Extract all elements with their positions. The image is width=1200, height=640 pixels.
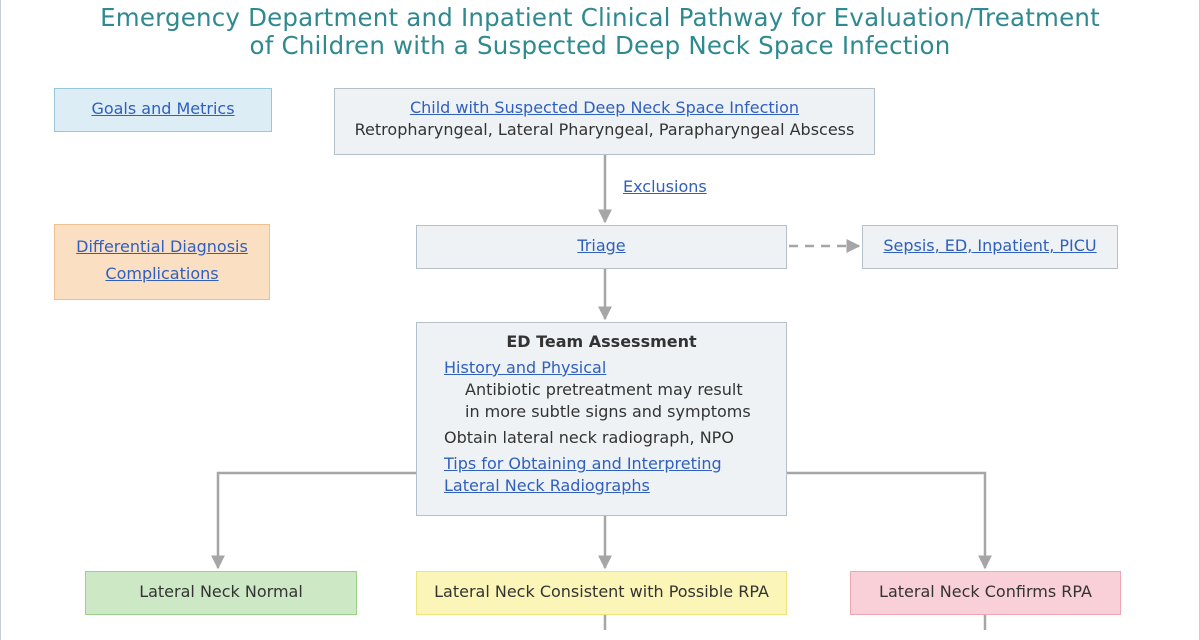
arrow-ed-to-confirms: [787, 471, 992, 570]
suspected-infection-link[interactable]: Child with Suspected Deep Neck Space Inf…: [409, 98, 800, 117]
lateral-neck-normal-label: Lateral Neck Normal: [139, 582, 303, 601]
sepsis-box: Sepsis, ED, Inpatient, PICU: [862, 225, 1118, 269]
exclusions-link[interactable]: Exclusions: [623, 177, 707, 196]
page-title: Emergency Department and Inpatient Clini…: [0, 4, 1200, 60]
lateral-neck-possible-label: Lateral Neck Consistent with Possible RP…: [434, 582, 769, 601]
triage-box: Triage: [416, 225, 787, 269]
differential-diagnosis-link[interactable]: Differential Diagnosis: [76, 237, 248, 256]
obtain-radiograph-text: Obtain lateral neck radiograph, NPO: [444, 428, 734, 447]
ed-assessment-heading: ED Team Assessment: [506, 332, 697, 351]
title-line-1: Emergency Department and Inpatient Clini…: [100, 3, 1100, 32]
complications-link[interactable]: Complications: [105, 264, 219, 283]
title-line-2: of Children with a Suspected Deep Neck S…: [249, 31, 951, 60]
history-physical-link[interactable]: History and Physical: [444, 358, 607, 377]
lateral-neck-normal-box[interactable]: Lateral Neck Normal: [85, 571, 357, 615]
antibiotic-note-line-2: in more subtle signs and symptoms: [465, 402, 751, 421]
differential-box: Differential Diagnosis Complications: [54, 224, 270, 300]
goals-metrics-box: Goals and Metrics: [54, 88, 272, 132]
lateral-neck-confirms-label: Lateral Neck Confirms RPA: [879, 582, 1092, 601]
antibiotic-note-line-1: Antibiotic pretreatment may result: [465, 380, 743, 399]
abscess-types-text: Retropharyngeal, Lateral Pharyngeal, Par…: [354, 120, 855, 139]
tips-link-line-1[interactable]: Tips for Obtaining and Interpreting: [444, 454, 722, 473]
lateral-neck-possible-box[interactable]: Lateral Neck Consistent with Possible RP…: [416, 571, 787, 615]
goals-metrics-link[interactable]: Goals and Metrics: [91, 99, 235, 118]
sepsis-link[interactable]: Sepsis, ED, Inpatient, PICU: [883, 236, 1097, 255]
arrow-ed-to-normal: [211, 471, 416, 570]
ed-assessment-box: ED Team Assessment History and Physical …: [416, 322, 787, 516]
lateral-neck-confirms-box[interactable]: Lateral Neck Confirms RPA: [850, 571, 1121, 615]
suspected-infection-box: Child with Suspected Deep Neck Space Inf…: [334, 88, 875, 155]
triage-link[interactable]: Triage: [577, 236, 626, 255]
tips-link-line-2[interactable]: Lateral Neck Radiographs: [444, 476, 650, 495]
